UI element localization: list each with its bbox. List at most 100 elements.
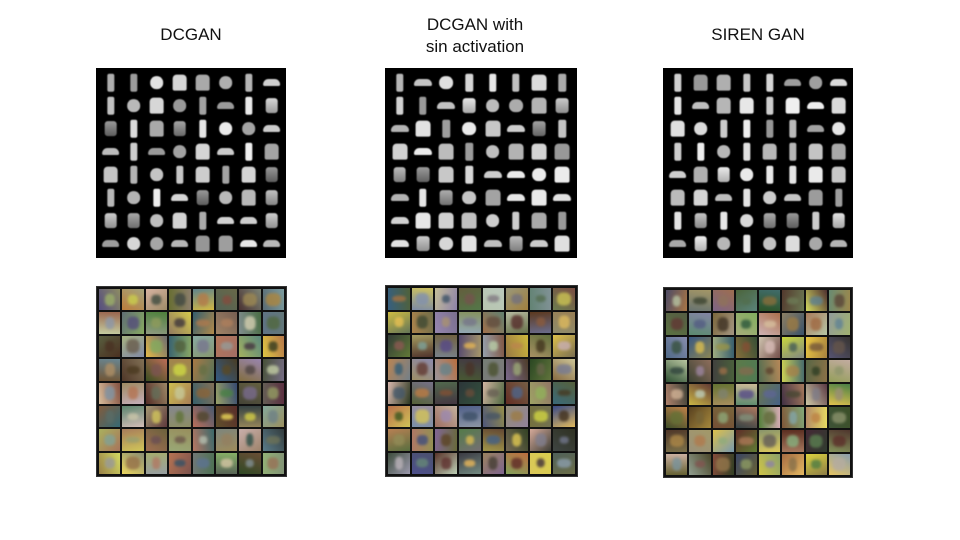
sample-object-blob bbox=[463, 460, 476, 467]
sample-item-shape bbox=[808, 236, 823, 251]
sample-tile bbox=[238, 187, 259, 208]
sample-tile bbox=[238, 210, 259, 231]
sample-item-shape bbox=[808, 189, 823, 206]
sample-tile bbox=[123, 164, 144, 185]
sample-object-blob bbox=[174, 386, 186, 400]
sample-tile bbox=[805, 336, 827, 359]
sample-tile bbox=[713, 118, 734, 139]
sample-tile bbox=[551, 164, 573, 185]
sample-tile bbox=[458, 405, 481, 427]
sample-item-shape bbox=[831, 121, 846, 136]
sample-object-blob bbox=[834, 366, 844, 376]
sample-tile bbox=[782, 233, 803, 254]
sample-tile bbox=[736, 210, 757, 231]
column-title-line: DCGAN bbox=[160, 25, 222, 44]
sample-object-blob bbox=[534, 386, 547, 400]
sample-object-blob bbox=[246, 433, 254, 447]
sample-tile bbox=[389, 210, 411, 231]
sample-tile bbox=[100, 210, 121, 231]
sample-tile bbox=[759, 453, 781, 475]
sample-object-blob bbox=[742, 342, 751, 353]
sample-object-blob bbox=[126, 456, 141, 470]
sample-tile bbox=[828, 72, 849, 93]
sample-tile bbox=[411, 405, 434, 427]
sample-tile bbox=[192, 289, 214, 311]
sample-tile bbox=[458, 141, 480, 162]
sample-tile bbox=[782, 118, 803, 139]
sample-tile bbox=[805, 453, 827, 475]
sample-item-shape bbox=[673, 211, 682, 230]
column-title-line: sin activation bbox=[425, 37, 525, 56]
sample-tile bbox=[553, 335, 575, 357]
sample-tile bbox=[169, 382, 191, 404]
sample-tile bbox=[411, 358, 434, 380]
sample-tile bbox=[667, 118, 688, 139]
cifar-sample-grid-dcgan bbox=[96, 286, 287, 477]
sample-item-shape bbox=[126, 236, 141, 251]
sample-item-shape bbox=[719, 211, 728, 230]
sample-item-shape bbox=[149, 97, 164, 114]
sample-tile bbox=[388, 288, 410, 310]
sample-tile bbox=[435, 187, 457, 208]
sample-tile bbox=[782, 453, 804, 475]
sample-tile bbox=[122, 359, 144, 381]
sample-tile bbox=[388, 452, 410, 474]
sample-tile bbox=[99, 335, 121, 358]
sample-item-shape bbox=[693, 166, 708, 183]
sample-object-blob bbox=[126, 365, 140, 374]
sample-object-blob bbox=[764, 340, 775, 354]
sample-tile bbox=[759, 336, 781, 359]
sample-tile bbox=[192, 141, 213, 162]
sample-object-blob bbox=[788, 410, 797, 425]
sample-tile bbox=[690, 95, 711, 116]
sample-tile bbox=[712, 453, 734, 475]
sample-object-blob bbox=[174, 292, 186, 307]
sample-object-blob bbox=[763, 320, 776, 328]
sample-object-blob bbox=[196, 388, 210, 399]
sample-item-shape bbox=[716, 236, 731, 251]
sample-tile bbox=[192, 210, 213, 231]
sample-item-shape bbox=[437, 101, 456, 110]
sample-tile bbox=[553, 452, 575, 474]
sample-tile bbox=[145, 359, 168, 381]
sample-tile bbox=[828, 336, 850, 359]
sample-object-blob bbox=[739, 436, 754, 445]
column-title-dcgan-sin: DCGAN with sin activation bbox=[325, 14, 625, 58]
sample-item-shape bbox=[195, 143, 210, 160]
sample-item-shape bbox=[832, 212, 845, 229]
sample-tile bbox=[238, 118, 259, 139]
sample-tile bbox=[146, 233, 167, 254]
sample-object-blob bbox=[267, 457, 279, 469]
sample-item-shape bbox=[147, 147, 166, 156]
sample-tile bbox=[411, 335, 434, 357]
sample-tile bbox=[805, 233, 826, 254]
sample-tile bbox=[239, 289, 261, 311]
sample-object-blob bbox=[196, 319, 211, 327]
sample-item-shape bbox=[216, 101, 235, 110]
sample-object-blob bbox=[695, 365, 704, 376]
sample-object-blob bbox=[786, 297, 800, 305]
sample-object-blob bbox=[418, 341, 427, 350]
sample-item-shape bbox=[172, 144, 187, 159]
sample-tile bbox=[261, 210, 282, 231]
sample-tile bbox=[551, 118, 573, 139]
sample-item-shape bbox=[762, 190, 777, 205]
sample-tile bbox=[805, 187, 826, 208]
sample-item-shape bbox=[216, 216, 235, 225]
sample-object-blob bbox=[174, 459, 186, 467]
sample-tile bbox=[100, 118, 121, 139]
sample-tile bbox=[482, 141, 504, 162]
sample-item-shape bbox=[808, 166, 823, 183]
sample-item-shape bbox=[670, 120, 685, 137]
sample-object-blob bbox=[557, 458, 572, 468]
sample-tile bbox=[759, 406, 781, 429]
sample-item-shape bbox=[126, 98, 141, 113]
sample-object-blob bbox=[220, 318, 233, 328]
sample-object-blob bbox=[415, 388, 430, 398]
sample-tile bbox=[169, 312, 191, 334]
sample-tile bbox=[828, 141, 849, 162]
sample-item-shape bbox=[462, 190, 477, 205]
sample-object-blob bbox=[197, 340, 210, 353]
sample-object-blob bbox=[762, 296, 777, 306]
sample-tile bbox=[215, 429, 238, 451]
